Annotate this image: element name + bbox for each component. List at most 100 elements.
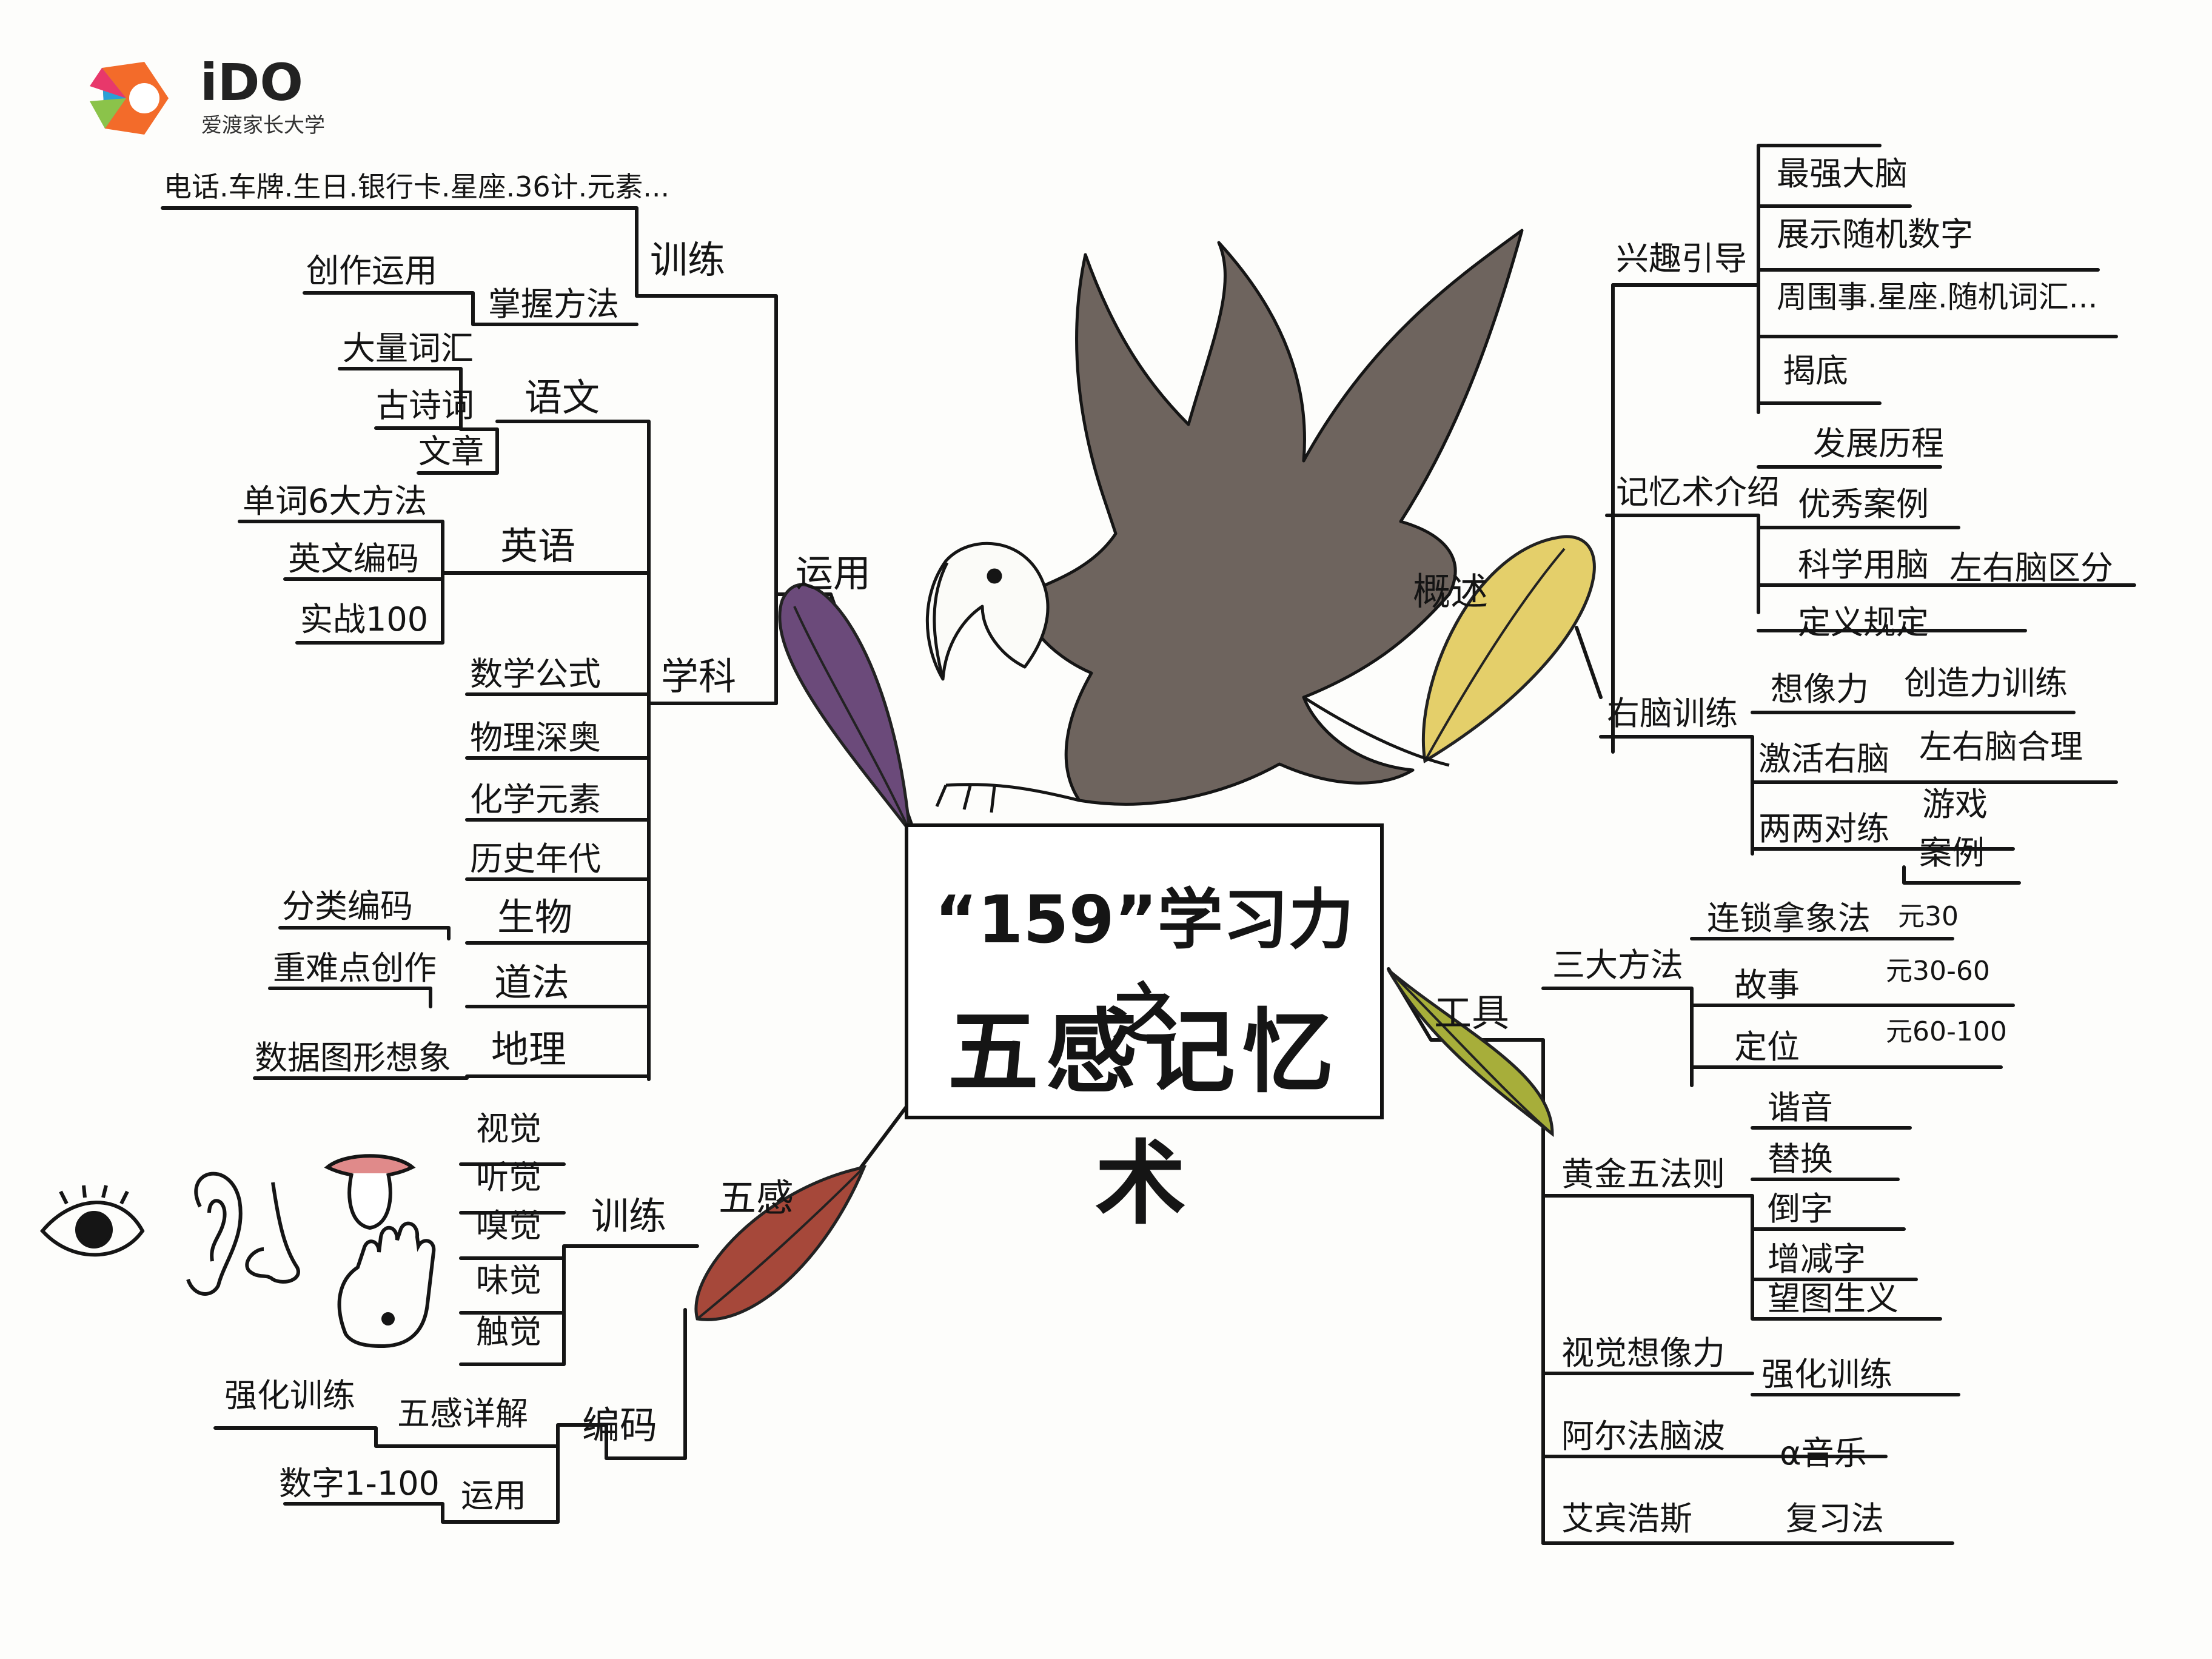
leaf-item: 电话.车牌.生日.银行卡.星座.36计.元素... [164, 170, 670, 203]
connector [1575, 626, 1603, 699]
leaf-item: 揭底 [1783, 352, 1848, 390]
leaf-green [1387, 969, 1554, 1138]
leaf-item: α音乐 [1780, 1434, 1867, 1472]
leaf-item: 物理深奥 [470, 719, 601, 757]
hand-icon [337, 1221, 436, 1349]
leaf-item: 大量词汇 [343, 329, 474, 367]
leaf-item: 创造力训练 [1904, 664, 2068, 702]
connector [278, 926, 451, 940]
leaf-item: 游戏 [1922, 785, 1988, 823]
tongue-icon [324, 1154, 416, 1230]
node-huangjin: 黄金五法则 [1561, 1155, 1725, 1193]
connector [1541, 1126, 1942, 1321]
branch-wugan: 五感 [719, 1176, 794, 1220]
eagle-icon [925, 229, 1524, 813]
node-yuwen: 语文 [525, 375, 600, 420]
leaf-item: 掌握方法 [488, 285, 619, 323]
node-xunlian: 训练 [650, 238, 726, 282]
node-yingyu: 英语 [500, 524, 576, 568]
node-xingqu: 兴趣引导 [1616, 240, 1747, 278]
central-title-line1: “159”学习力之 [934, 882, 1354, 1053]
leaf-item: 左右脑区分 [1949, 549, 2113, 587]
leaf-item: 最强大脑 [1777, 155, 1908, 193]
leaf-item: 实战100 [300, 600, 429, 638]
leaf-item: 谐音 [1768, 1088, 1833, 1127]
connector [161, 206, 638, 298]
connector [238, 520, 444, 645]
leaf-item: 历史年代 [470, 840, 601, 878]
connector [859, 1105, 908, 1169]
logo: iDO 爱渡家长大学 [78, 44, 332, 147]
central-title-box: “159”学习力之 五感记忆术 [905, 823, 1384, 1237]
connector [556, 1308, 687, 1524]
leaf-item: 数字1-100 [279, 1464, 440, 1503]
logo-subtitle: 爱渡家长大学 [201, 113, 325, 138]
connector [465, 692, 651, 1078]
node-sanda: 三大方法 [1552, 946, 1683, 984]
leaf-item: 元60-100 [1886, 1016, 2007, 1047]
node-shijue: 视觉想像力 [1561, 1334, 1725, 1372]
leaf-item: 增减字 [1768, 1240, 1866, 1278]
leaf-item: 激活右脑 [1758, 740, 1889, 778]
leaf-purple [778, 583, 912, 836]
leaf-item: 发展历程 [1813, 424, 1944, 463]
node-shengwu: 生物 [497, 895, 573, 939]
leaf-item: 科学用脑 [1798, 546, 1929, 584]
leaf-item: 复习法 [1786, 1500, 1884, 1538]
leaf-item: 古诗词 [376, 386, 474, 424]
connector [283, 1502, 560, 1524]
eye-icon [40, 1185, 145, 1257]
node-daofa: 道法 [494, 960, 570, 1005]
leaf-item: 案例 [1919, 834, 1985, 872]
connector [1541, 937, 2015, 1087]
leaf-item: 想像力 [1771, 670, 1869, 708]
connector [1541, 1372, 1960, 1396]
logo-icon [90, 62, 169, 135]
leaf-item: 分类编码 [282, 887, 413, 925]
connector [459, 1162, 699, 1366]
leaf-item: 听觉 [476, 1158, 541, 1196]
connector [1611, 144, 2118, 414]
connector [303, 291, 638, 326]
leaf-item: 优秀案例 [1798, 485, 1929, 523]
leaf-item: 英文编码 [288, 540, 419, 578]
leaf-item: 替换 [1768, 1140, 1833, 1178]
leaf-item: 化学元素 [470, 780, 601, 819]
leaf-item: 强化训练 [1761, 1355, 1892, 1393]
leaf-item: 元30-60 [1886, 956, 1990, 987]
leaf-item: 故事 [1734, 966, 1800, 1004]
leaf-item: 文章 [418, 432, 484, 471]
leaf-yellow [1421, 535, 1596, 764]
leaf-item: 重难点创作 [273, 949, 437, 987]
leaf-item: 创作运用 [306, 252, 437, 290]
node-younao: 右脑训练 [1607, 694, 1738, 732]
leaf-item: 望图生义 [1768, 1279, 1899, 1318]
leaf-item: 连锁拿象法 [1707, 899, 1871, 937]
leaf-item: 单词6大方法 [243, 482, 427, 520]
branch-gaishu: 概述 [1413, 569, 1489, 614]
node-jiyishu: 记忆术介绍 [1616, 473, 1780, 511]
connector [268, 987, 432, 1008]
connector [495, 420, 651, 1081]
connector [1605, 283, 2136, 754]
leaf-item: 嗅觉 [476, 1207, 541, 1245]
central-title-line2: 五感记忆术 [947, 1000, 1341, 1237]
connector [635, 294, 778, 705]
connector [213, 1426, 560, 1448]
logo-brand: iDO [200, 53, 303, 112]
leaf-item: 两两对练 [1758, 809, 1889, 848]
node-bianma: 编码 [582, 1403, 658, 1447]
connector [338, 367, 499, 475]
ear-icon [186, 1171, 243, 1296]
leaf-item: 周围事.星座.随机词汇... [1777, 280, 2098, 315]
branch-gongju: 工具 [1434, 991, 1510, 1035]
leaf-item: 左右脑合理 [1919, 728, 2083, 766]
node-wugan-xunlian: 训练 [591, 1194, 667, 1238]
leaf-red [694, 1165, 867, 1321]
leaf-item: 强化训练 [224, 1376, 355, 1415]
node-dili: 地理 [491, 1027, 567, 1071]
leaf-item: 数据图形想象 [255, 1039, 451, 1077]
leaf-item: 元30 [1898, 901, 1959, 932]
leaf-item: 展示随机数字 [1777, 215, 1973, 253]
